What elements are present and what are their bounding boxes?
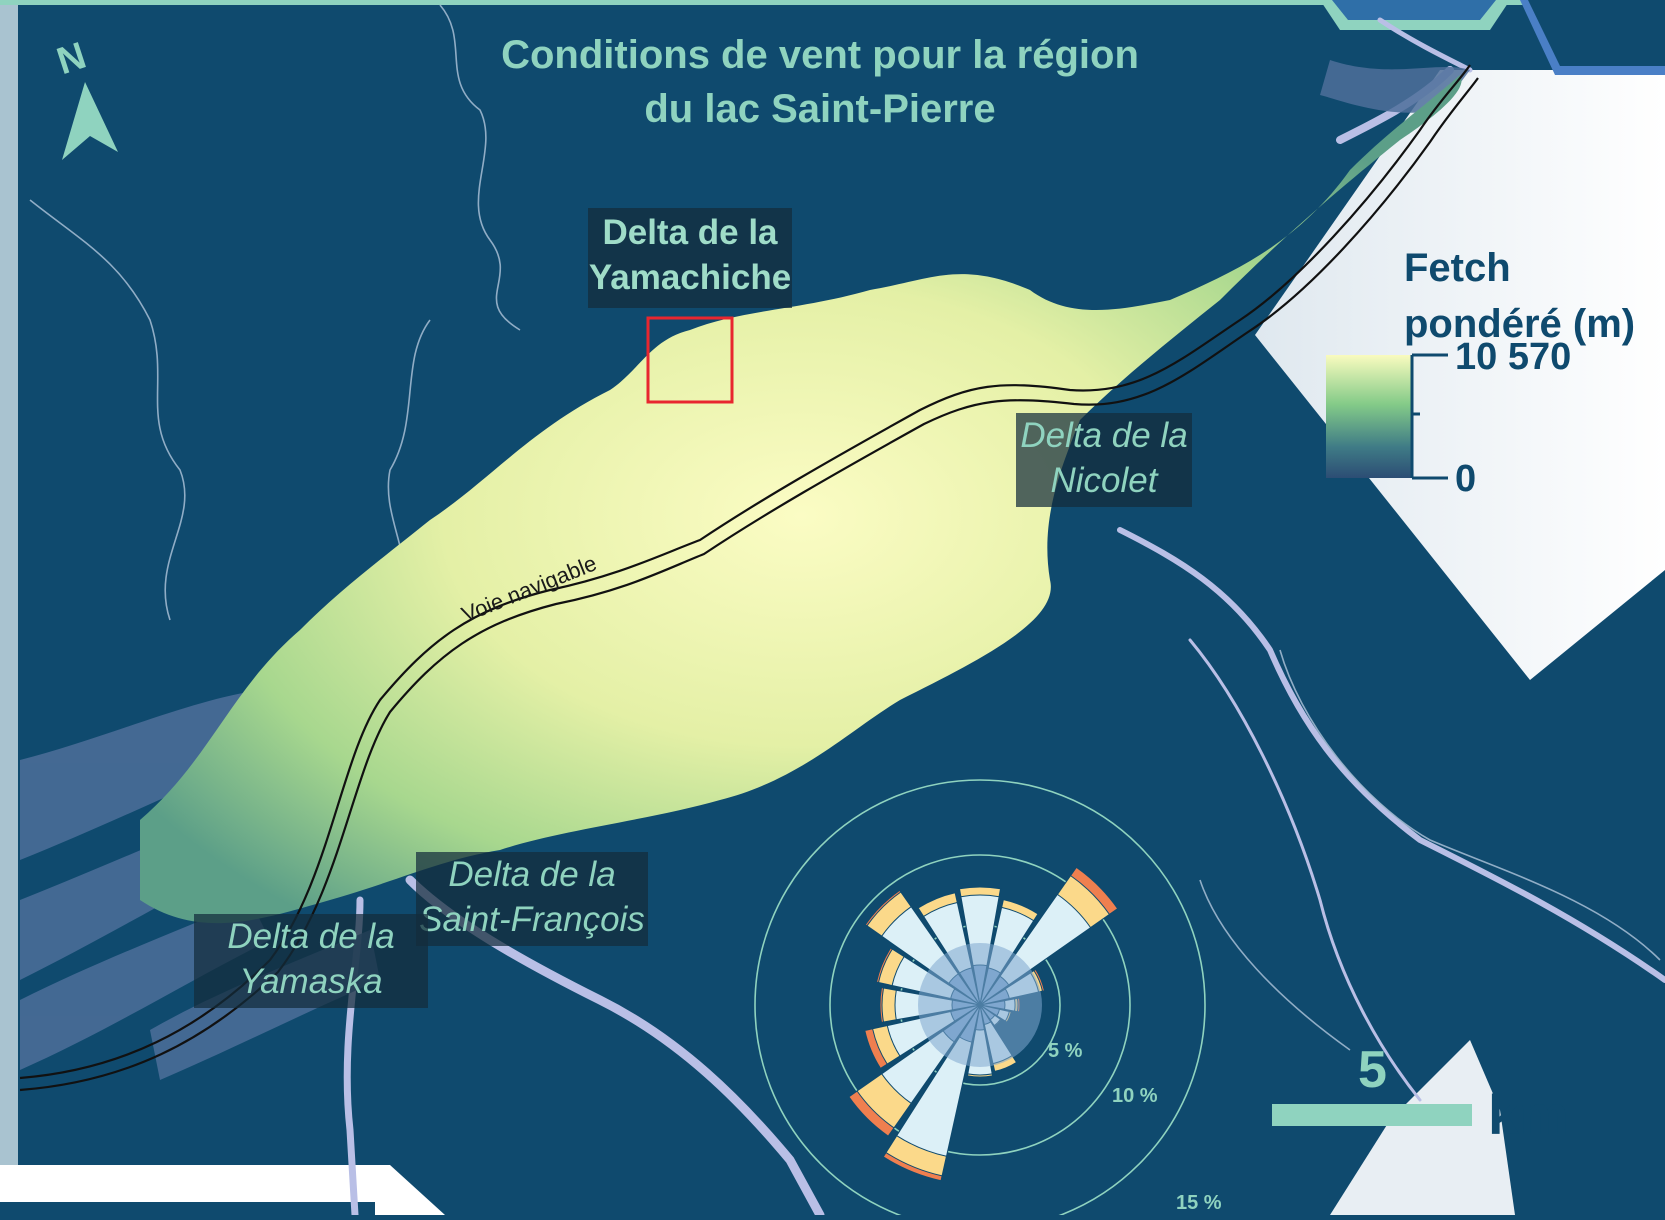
map-title: Conditions de vent pour la région du lac… [440, 28, 1200, 136]
scale-value: 5 [1358, 1041, 1387, 1099]
legend-min-label: 0 [1455, 458, 1477, 500]
label-delta-yamachiche: Delta de la Yamachiche [588, 208, 792, 308]
lake-fetch-surface [140, 75, 1462, 924]
title-line-2: du lac Saint-Pierre [644, 87, 996, 131]
north-arrow-icon [62, 82, 118, 160]
wind-rose [754, 779, 1206, 1220]
label-delta-saint-francois-line2: Saint-François [419, 900, 645, 939]
legend-title: Fetch pondéré (m) [1404, 240, 1635, 352]
hex-badge-inner [1332, 0, 1496, 20]
label-delta-saint-francois: Delta de la Saint-François [416, 852, 648, 946]
legend-title-line1: Fetch [1404, 246, 1511, 290]
streams [29, 4, 1661, 1051]
yamachiche-highlight-box [646, 316, 734, 404]
label-delta-nicolet: Delta de la Nicolet [1016, 413, 1192, 507]
waterway-channel [19, 64, 1479, 1092]
label-delta-yamachiche-line1: Delta de la [602, 213, 778, 252]
label-delta-yamaska-line2: Yamaska [239, 962, 383, 1001]
corner-accent-inner [1528, 0, 1665, 66]
rose-calm-core [918, 943, 1042, 1067]
scale-bar [1272, 1104, 1472, 1126]
top-frame [0, 0, 1665, 5]
label-delta-nicolet-line2: Nicolet [1050, 461, 1158, 500]
legend-gradient [1326, 355, 1412, 478]
rose-ring-label-5: 5 % [1048, 1040, 1083, 1062]
legend-max-label: 10 570 [1455, 336, 1572, 378]
legend-title-line2: pondéré (m) [1404, 302, 1636, 346]
rose-ring-label-15: 15 % [1176, 1192, 1222, 1214]
left-frame [0, 0, 18, 1215]
legend-panel [1255, 70, 1665, 680]
bottom-panel-bar [0, 1202, 375, 1215]
label-delta-yamachiche-line2: Yamachiche [588, 258, 792, 297]
label-delta-yamaska-line1: Delta de la [227, 917, 395, 956]
rose-ring-label-10: 10 % [1112, 1085, 1158, 1107]
scale-unit: km [1488, 1083, 1569, 1146]
land-block [1330, 1040, 1515, 1215]
label-delta-yamaska: Delta de la Yamaska [194, 914, 428, 1008]
label-delta-saint-francois-line1: Delta de la [448, 855, 616, 894]
label-delta-nicolet-line1: Delta de la [1020, 416, 1188, 455]
title-line-1: Conditions de vent pour la région [501, 33, 1139, 77]
legend-ticks [1410, 353, 1448, 480]
